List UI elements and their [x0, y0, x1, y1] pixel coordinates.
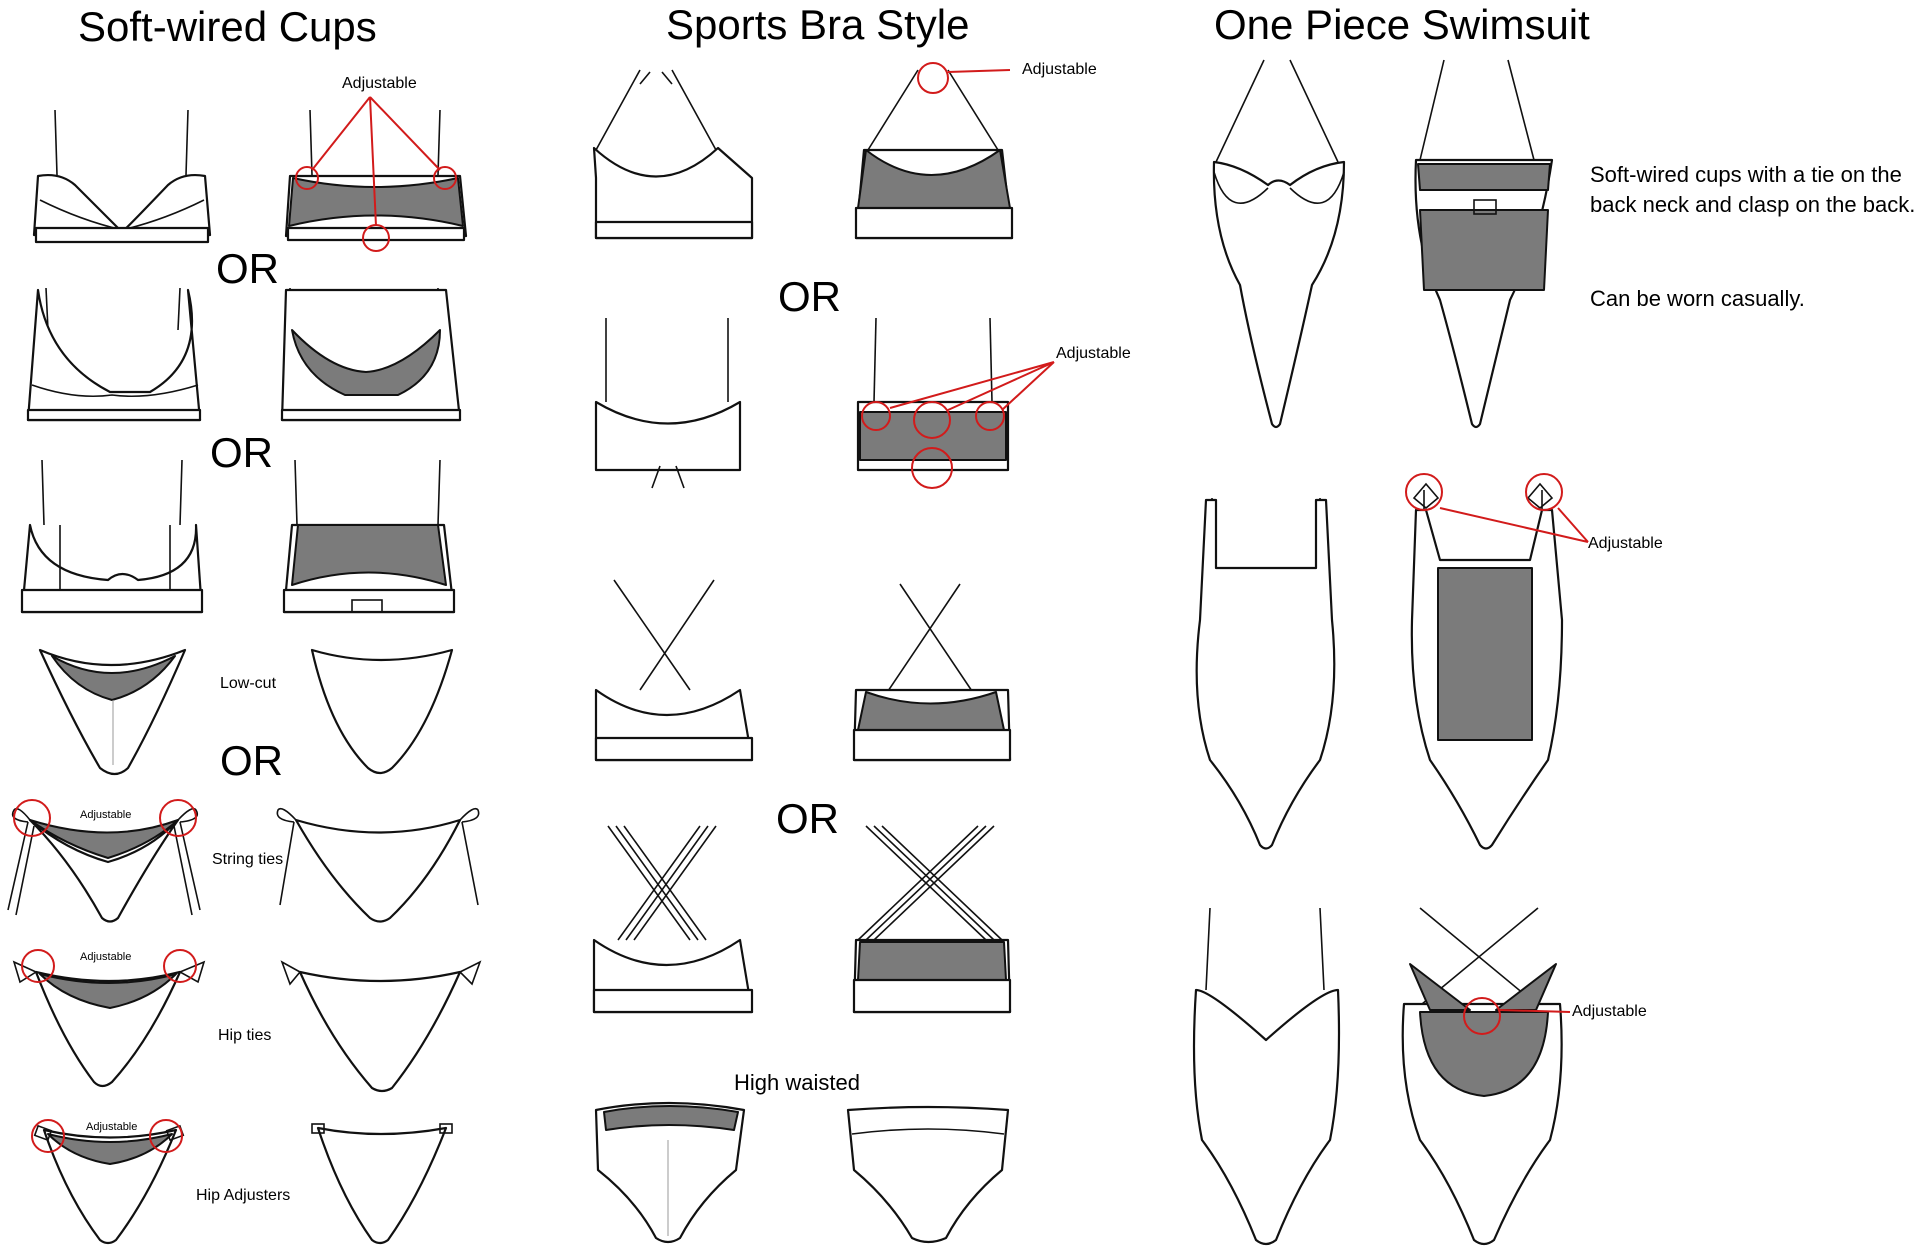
- label-adjustable: Adjustable: [86, 1121, 138, 1133]
- or-separator: OR: [210, 429, 273, 476]
- bra2-back: [280, 287, 462, 422]
- onepiece3-front: [1192, 907, 1341, 1246]
- onepiece-description: Soft-wired cups with a tie on the back n…: [1590, 162, 1916, 217]
- onepiece2-front: [1195, 498, 1336, 850]
- bottom-hiptie-front: [12, 949, 206, 1088]
- title-soft-wired-cups: Soft-wired Cups: [78, 3, 377, 50]
- label-adjustable: Adjustable: [1588, 535, 1663, 552]
- sports3-back: [852, 583, 1012, 762]
- label-adjustable: Adjustable: [80, 951, 132, 963]
- sports2-front: [594, 318, 742, 489]
- label-high-waisted: High waisted: [734, 1070, 860, 1095]
- bottom-string-back: [276, 807, 480, 923]
- or-separator: OR: [778, 273, 841, 320]
- bottom-lowcut-back: [310, 648, 454, 775]
- label-low-cut: Low-cut: [220, 675, 277, 692]
- label-adjustable: Adjustable: [1056, 345, 1131, 362]
- label-hip-adjusters: Hip Adjusters: [196, 1187, 291, 1204]
- bottom-hipadj-front: [31, 1119, 185, 1245]
- label-adjustable: Adjustable: [80, 809, 132, 821]
- sports3-front: [594, 579, 754, 762]
- or-separator: OR: [776, 795, 839, 842]
- bra2-front: [26, 287, 202, 422]
- label-string-ties: String ties: [212, 851, 284, 868]
- label-adjustable: Adjustable: [1022, 61, 1097, 78]
- sports4-front: [592, 825, 754, 1014]
- bra1-front: [32, 109, 212, 244]
- title-one-piece-swimsuit: One Piece Swimsuit: [1214, 1, 1590, 48]
- onepiece3-back: [1401, 907, 1571, 1246]
- bra1-adjust-annotations: [295, 96, 457, 252]
- bra1-back: [284, 109, 468, 242]
- highwaist-front: [594, 1101, 746, 1244]
- sports1-front: [592, 69, 754, 240]
- bottom-hipadj-back: [311, 1123, 453, 1245]
- or-separator: OR: [220, 737, 283, 784]
- bottom-hiptie-back: [280, 960, 482, 1093]
- onepiece1-back: [1414, 59, 1554, 429]
- highwaist-back: [846, 1105, 1010, 1244]
- bottom-lowcut-front: [38, 648, 187, 776]
- label-adjustable: Adjustable: [1572, 1003, 1647, 1020]
- onepiece2-back: [1405, 473, 1589, 850]
- label-adjustable: Adjustable: [342, 75, 417, 92]
- sports2-back: [856, 317, 1055, 489]
- onepiece1-front: [1212, 59, 1346, 429]
- sports4-back: [852, 825, 1012, 1014]
- bottom-string-front: [7, 807, 201, 923]
- bra3-front: [20, 459, 204, 614]
- title-sports-bra-style: Sports Bra Style: [666, 1, 970, 48]
- bra3-back: [282, 459, 456, 614]
- label-hip-ties: Hip ties: [218, 1027, 272, 1044]
- onepiece-description-casual: Can be worn casually.: [1590, 286, 1805, 311]
- or-separator: OR: [216, 245, 279, 292]
- sports1-back: [854, 62, 1014, 240]
- string-adjust-annotations: [13, 799, 197, 837]
